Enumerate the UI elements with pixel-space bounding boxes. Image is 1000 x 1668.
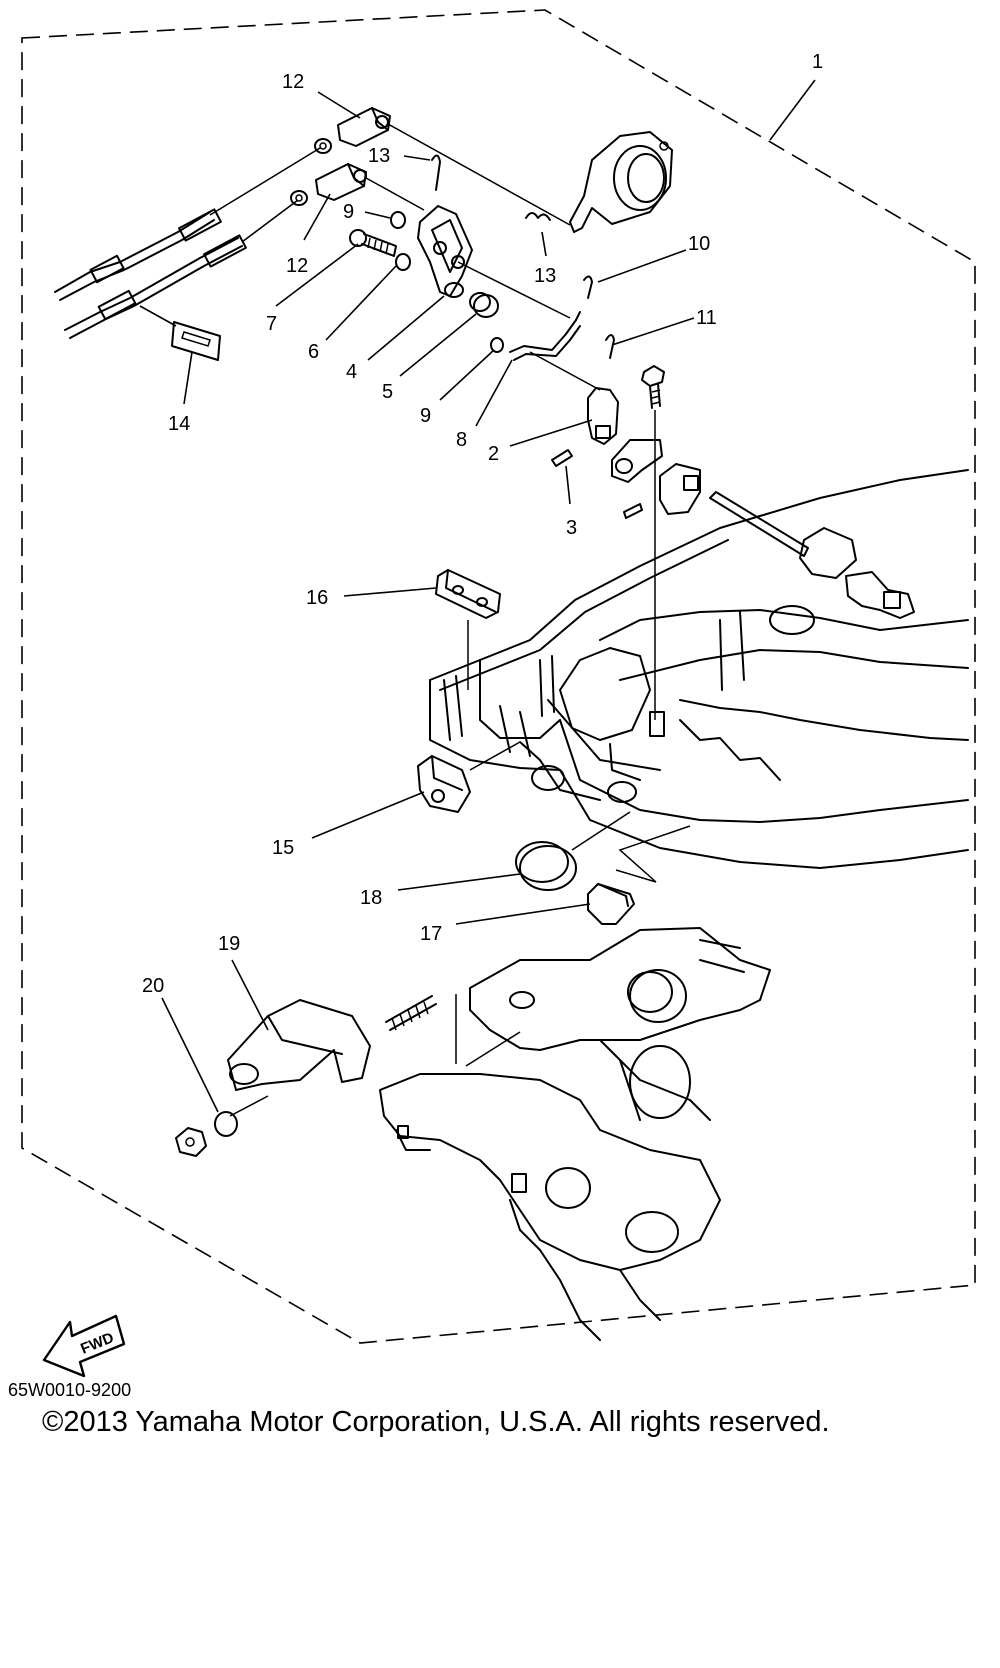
washer-lower [490, 337, 504, 353]
fwd-arrow-on-screen-icon [36, 1598, 37, 1599]
callout-6: 6 [308, 341, 319, 363]
callout-14: 14 [168, 413, 190, 435]
cable-nut-lower [290, 190, 308, 206]
throttle-cam [569, 131, 673, 233]
throttle-cable [54, 147, 321, 301]
shift-rod [509, 311, 581, 361]
bottom-cowling [429, 469, 969, 869]
callout-16: 16 [306, 587, 328, 609]
fwd-arrow-graphic [38, 1600, 128, 1601]
cotter-pin-10 [583, 275, 593, 299]
leader-lines [139, 79, 816, 1113]
callout-18: 18 [360, 887, 382, 909]
callout-4: 4 [346, 361, 357, 383]
callout-8: 8 [456, 429, 467, 451]
washer-20 [214, 1111, 238, 1137]
callout-19: 19 [218, 933, 240, 955]
parts-diagram: 1 2 3 4 5 6 7 8 9 9 10 11 12 12 13 13 14… [21, 9, 976, 1344]
bracket-19 [227, 999, 371, 1117]
cotter-pin-13-upper [431, 154, 441, 191]
fwd-arrow-main: FWD [42, 1314, 126, 1378]
cable-joint-lower [315, 163, 425, 211]
fwd-badge-arrow-icon [34, 1598, 130, 1599]
rubber-seal-16 [435, 569, 501, 690]
callout-11: 11 [696, 307, 717, 329]
callout-12-upper: 12 [282, 71, 304, 93]
shift-arm-pin [551, 449, 573, 467]
callout-labels: 1 2 3 4 5 6 7 8 9 9 10 11 12 12 13 13 14… [142, 51, 823, 997]
shift-shaft [709, 491, 915, 619]
shift-lever [417, 205, 571, 319]
callout-17: 17 [420, 923, 442, 945]
callout-7: 7 [266, 313, 277, 335]
bracket-bolt [641, 365, 665, 720]
cable-nut-upper [314, 138, 332, 154]
callout-5: 5 [382, 381, 393, 403]
callout-2: 2 [488, 443, 499, 465]
swivel-bracket [379, 927, 771, 1341]
cotter-pin-11 [605, 334, 615, 359]
diagram-code: 65W0010-9200 [8, 1380, 132, 1400]
fwd-arrow-drawn-icon [38, 1600, 39, 1601]
collar-washer [395, 253, 411, 271]
fwd-arrow-panel [34, 1596, 130, 1597]
lock-nut [175, 1127, 207, 1157]
callout-12-lower: 12 [286, 255, 308, 277]
fwd-badge [36, 1596, 136, 1668]
shift-arm [529, 351, 619, 445]
grommet-15 [417, 755, 471, 813]
bushing [469, 292, 499, 318]
callout-20: 20 [142, 975, 164, 997]
callout-10: 10 [688, 233, 710, 255]
shift-bracket [611, 439, 701, 519]
shift-cable [64, 199, 299, 339]
cable-label-14 [171, 321, 221, 361]
callout-9-lower: 9 [420, 405, 431, 427]
shift-lever-bolt [349, 229, 397, 257]
callout-13-upper: 13 [368, 145, 390, 167]
cable-joint-upper [337, 107, 571, 226]
assembly-boundary [21, 9, 976, 1344]
grommet-17 [587, 825, 691, 925]
plug-18 [515, 811, 631, 891]
callout-3: 3 [566, 517, 577, 539]
cotter-pin-13-lower [525, 212, 551, 221]
washer-upper [390, 211, 406, 229]
callout-13-lower: 13 [534, 265, 556, 287]
callout-1: 1 [812, 51, 823, 73]
copyright-notice: ©2013 Yamaha Motor Corporation, U.S.A. A… [42, 1406, 830, 1438]
callout-9-upper: 9 [343, 201, 354, 223]
spring [385, 995, 437, 1031]
callout-15: 15 [272, 837, 294, 859]
